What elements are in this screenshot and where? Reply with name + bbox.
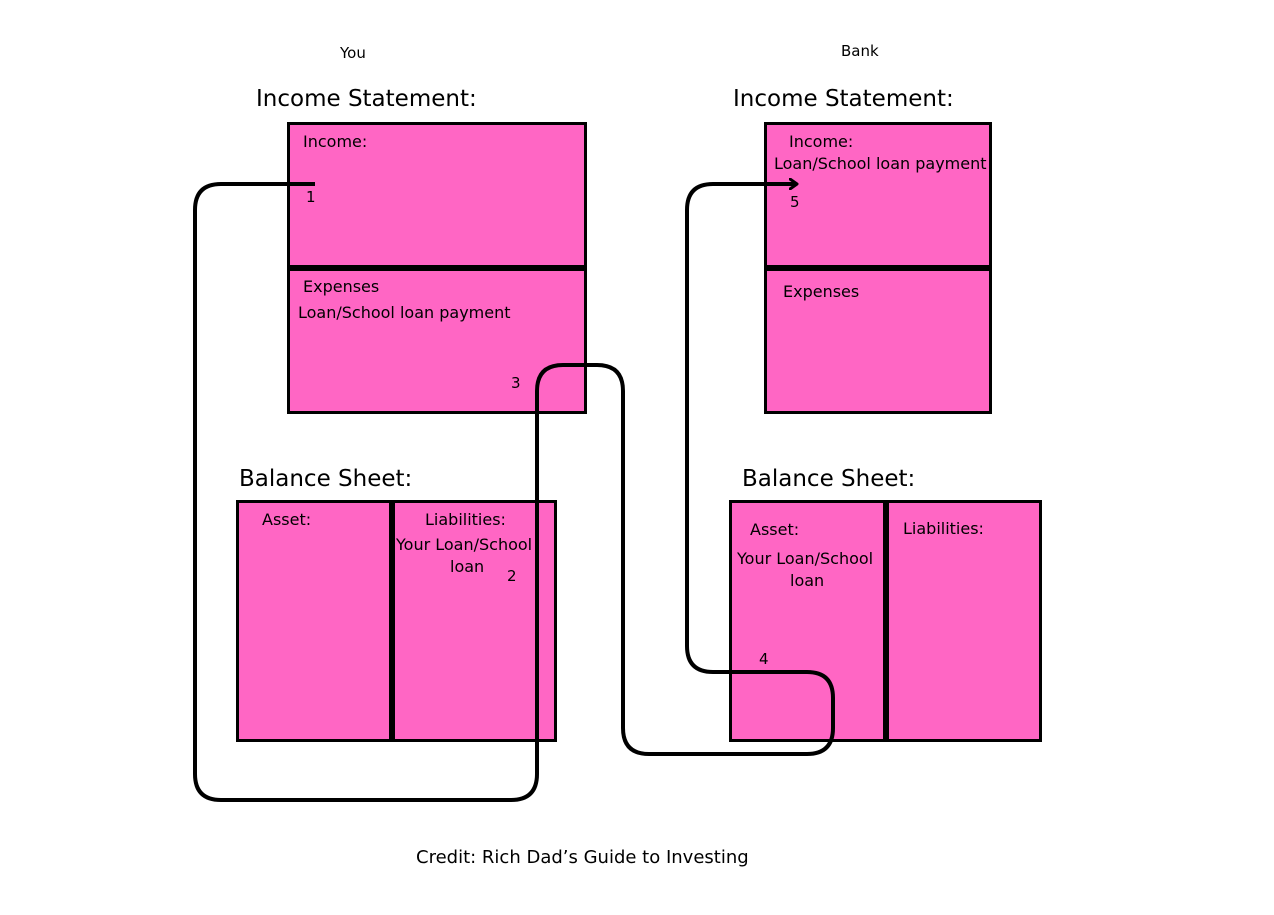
bank-header: Bank [841, 42, 879, 60]
bank-income-label: Income: [789, 132, 854, 151]
bank-asset-label: Asset: [750, 520, 800, 539]
step-number-4: 4 [759, 650, 769, 668]
you-liabilities-item-line2: loan [450, 557, 485, 576]
you-income-label: Income: [303, 132, 368, 151]
bank-expenses-label: Expenses [783, 282, 860, 301]
bank-liabilities-box [886, 500, 1042, 742]
you-asset-label: Asset: [262, 510, 312, 529]
you-expenses-item: Loan/School loan payment [298, 303, 511, 322]
bank-balance-sheet-title: Balance Sheet: [742, 466, 916, 492]
bank-income-item: Loan/School loan payment [774, 154, 987, 173]
you-liabilities-item-line1: Your Loan/School [396, 535, 533, 554]
you-expenses-label: Expenses [303, 277, 380, 296]
bank-asset-item-line2: loan [790, 571, 825, 590]
you-liabilities-label: Liabilities: [425, 510, 506, 529]
bank-income-statement-title: Income Statement: [733, 86, 954, 112]
you-asset-box [236, 500, 392, 742]
step-number-2: 2 [507, 567, 517, 585]
you-balance-sheet-title: Balance Sheet: [239, 466, 413, 492]
you-income-statement-title: Income Statement: [256, 86, 477, 112]
credit-caption: Credit: Rich Dad’s Guide to Investing [416, 847, 749, 868]
bank-asset-item-line1: Your Loan/School [737, 549, 874, 568]
step-number-5: 5 [790, 193, 800, 211]
bank-liabilities-label: Liabilities: [903, 519, 984, 538]
step-number-3: 3 [511, 374, 521, 392]
step-number-1: 1 [306, 188, 316, 206]
you-header: You [340, 44, 366, 62]
